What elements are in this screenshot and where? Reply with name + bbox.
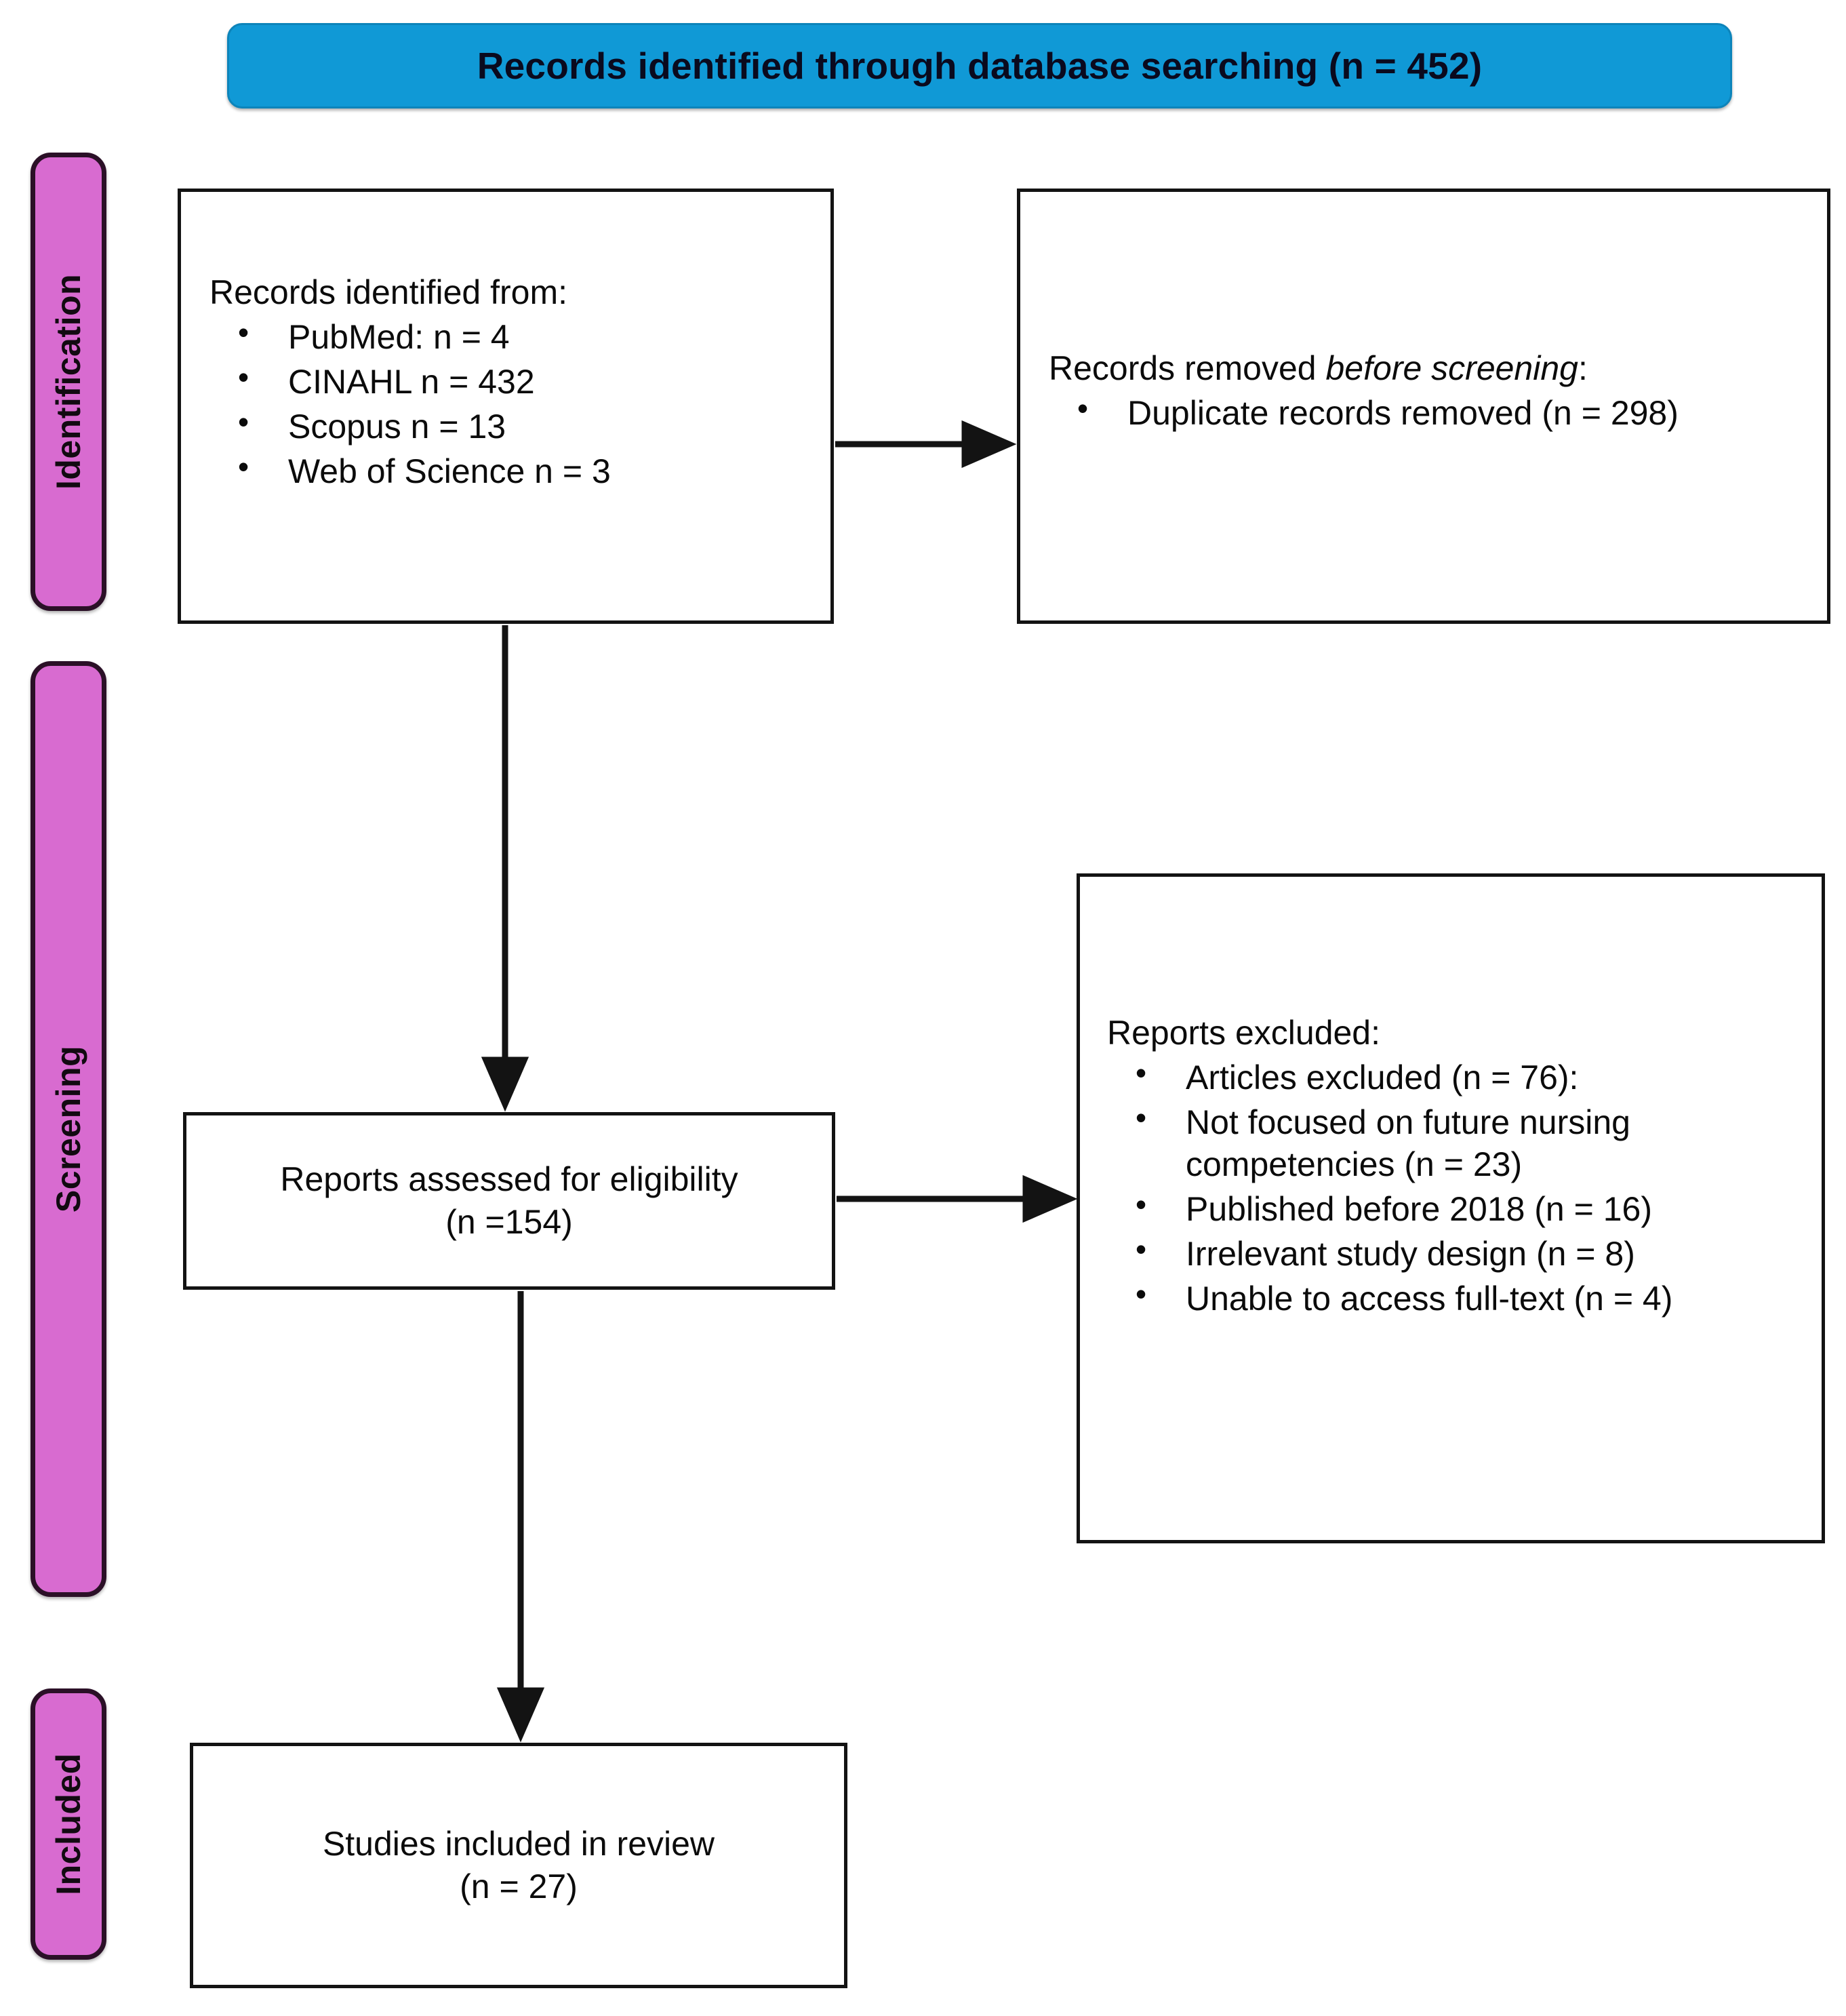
- list-item: Irrelevant study design (n = 8): [1107, 1230, 1805, 1275]
- list-item: PubMed: n = 4: [209, 313, 811, 358]
- list-item: Scopus n = 13: [209, 403, 811, 448]
- box-records-removed-heading: Records removed before screening:: [1049, 348, 1808, 389]
- list-item: Published before 2018 (n = 16): [1107, 1185, 1805, 1230]
- box-records-removed-heading-italic: before screening: [1325, 349, 1578, 387]
- box-reports-assessed-eligibility: Reports assessed for eligibility (n =154…: [183, 1112, 835, 1290]
- box-records-removed: Records removed before screening: Duplic…: [1017, 189, 1830, 624]
- header-title: Records identified through database sear…: [477, 44, 1483, 87]
- box-reports-excluded: Reports excluded: Articles excluded (n =…: [1077, 873, 1825, 1543]
- list-item: CINAHL n = 432: [209, 358, 811, 403]
- box-eligibility-line2: (n =154): [445, 1203, 573, 1241]
- box-records-identified-heading: Records identified from:: [209, 273, 568, 311]
- list-item: Unable to access full-text (n = 4): [1107, 1275, 1805, 1320]
- stage-label-included-text: Included: [49, 1753, 88, 1895]
- list-item: Web of Science n = 3: [209, 448, 811, 492]
- stage-label-screening: Screening: [31, 661, 106, 1597]
- box-included-studies-line1: Studies included in review: [322, 1825, 715, 1863]
- list-item: Articles excluded (n = 76):: [1107, 1054, 1805, 1099]
- box-records-removed-list: Duplicate records removed (n = 298): [1049, 389, 1808, 434]
- box-eligibility-line1: Reports assessed for eligibility: [280, 1160, 738, 1198]
- box-records-identified: Records identified from: PubMed: n = 4 C…: [178, 189, 834, 624]
- stage-label-screening-text: Screening: [49, 1045, 87, 1213]
- box-included-studies-line2: (n = 27): [460, 1867, 578, 1905]
- list-item: Duplicate records removed (n = 298): [1049, 389, 1808, 434]
- box-reports-excluded-list: Articles excluded (n = 76): Not focused …: [1107, 1054, 1805, 1320]
- box-reports-excluded-heading: Reports excluded:: [1107, 1014, 1381, 1052]
- stage-label-included: Included: [31, 1688, 106, 1960]
- box-records-identified-list: PubMed: n = 4 CINAHL n = 432 Scopus n = …: [209, 313, 811, 492]
- stage-label-identification: Identification: [31, 153, 106, 611]
- stage-label-identification-text: Identification: [49, 273, 88, 490]
- list-item: Not focused on future nursing competenci…: [1107, 1099, 1805, 1185]
- box-records-removed-heading-tail: :: [1578, 349, 1588, 387]
- box-records-removed-heading-lead: Records removed: [1049, 349, 1326, 387]
- header-banner: Records identified through database sear…: [227, 23, 1732, 108]
- box-studies-included: Studies included in review (n = 27): [190, 1743, 847, 1988]
